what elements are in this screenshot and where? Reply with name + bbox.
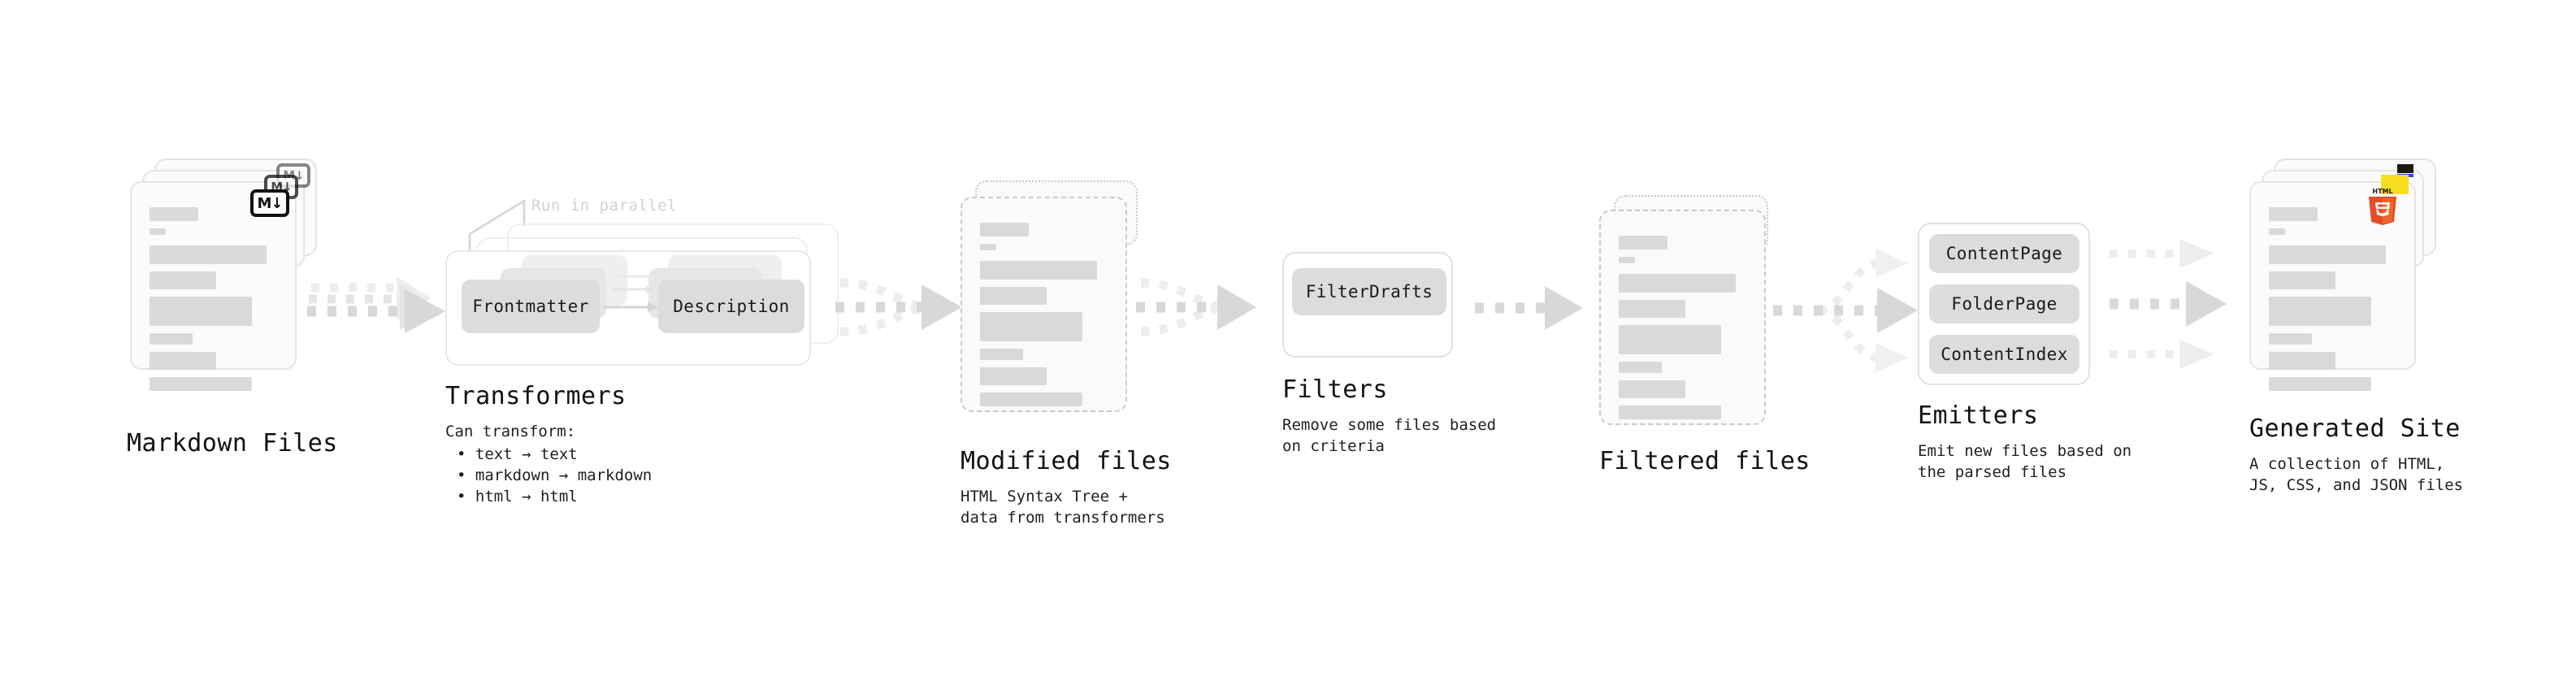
transformers-subtitle: Can transform: <box>445 423 576 440</box>
emitters-pill-contentindex[interactable]: ContentIndex <box>1929 335 2079 374</box>
filtered-card-content <box>1601 211 1764 423</box>
html5-badge: HTML <box>2369 188 2396 225</box>
modified-files-subtitle: HTML Syntax Tree + data from transformer… <box>961 488 1165 527</box>
transformers-group: Run in parallel Frontmatter Description <box>445 187 868 366</box>
filtered-card-front <box>1599 210 1766 425</box>
modified-card-front <box>961 197 1127 412</box>
transformers-inner-arrows-ghost <box>614 272 659 293</box>
js-badge <box>2381 175 2409 194</box>
transformers-bullet-2: • html → html <box>457 488 578 505</box>
markdown-card-content <box>132 183 295 391</box>
generated-site-subtitle: A collection of HTML, JS, CSS, and JSON … <box>2249 455 2464 494</box>
transformers-pill-frontmatter[interactable]: Frontmatter <box>462 280 600 333</box>
transformers-bullet-1: • markdown → markdown <box>457 466 653 484</box>
generated-card-content <box>2251 183 2414 391</box>
arrow-modified-to-filters <box>1136 278 1256 336</box>
emitters-pill-folderpage[interactable]: FolderPage <box>1929 284 2079 323</box>
arrow-emitters-to-site <box>2110 239 2227 369</box>
transformers-pill-description[interactable]: Description <box>658 280 804 333</box>
stage-title-emitters: Emitters <box>1918 401 2039 430</box>
stage-title-modified-files: Modified files <box>961 447 1172 475</box>
transformers-bullet-list: • text → text • markdown → markdown • ht… <box>457 444 652 507</box>
arrow-transformers-to-modified <box>835 278 962 336</box>
emitters-pill-contentpage[interactable]: ContentPage <box>1929 234 2079 273</box>
run-in-parallel-bracket <box>468 199 526 260</box>
modified-card-content <box>962 198 1125 410</box>
filters-pill-filterdrafts[interactable]: FilterDrafts <box>1292 268 1446 315</box>
emitters-subtitle: Emit new files based on the parsed files <box>1918 442 2132 481</box>
run-in-parallel-note: Run in parallel <box>531 197 678 215</box>
svg-text:HTML: HTML <box>2372 188 2392 195</box>
stage-title-generated-site: Generated Site <box>2249 414 2461 443</box>
stage-title-filtered-files: Filtered files <box>1599 447 1811 475</box>
stage-title-filters: Filters <box>1282 375 1388 404</box>
markdown-card-front <box>130 181 297 391</box>
transformers-inner-arrow <box>604 302 659 312</box>
arrow-filters-to-filtered <box>1475 286 1583 330</box>
filters-subtitle: Remove some files based on criteria <box>1282 416 1497 455</box>
stage-title-transformers: Transformers <box>445 382 627 410</box>
transformers-bullet-0: • text → text <box>457 445 578 463</box>
markdown-badge: M↓ <box>250 189 289 217</box>
arrow-filtered-to-emitters <box>1773 249 1918 372</box>
generated-card-front <box>2249 181 2416 391</box>
stage-title-markdown-files: Markdown Files <box>127 429 338 458</box>
arrow-markdown-to-transformers <box>307 276 445 333</box>
